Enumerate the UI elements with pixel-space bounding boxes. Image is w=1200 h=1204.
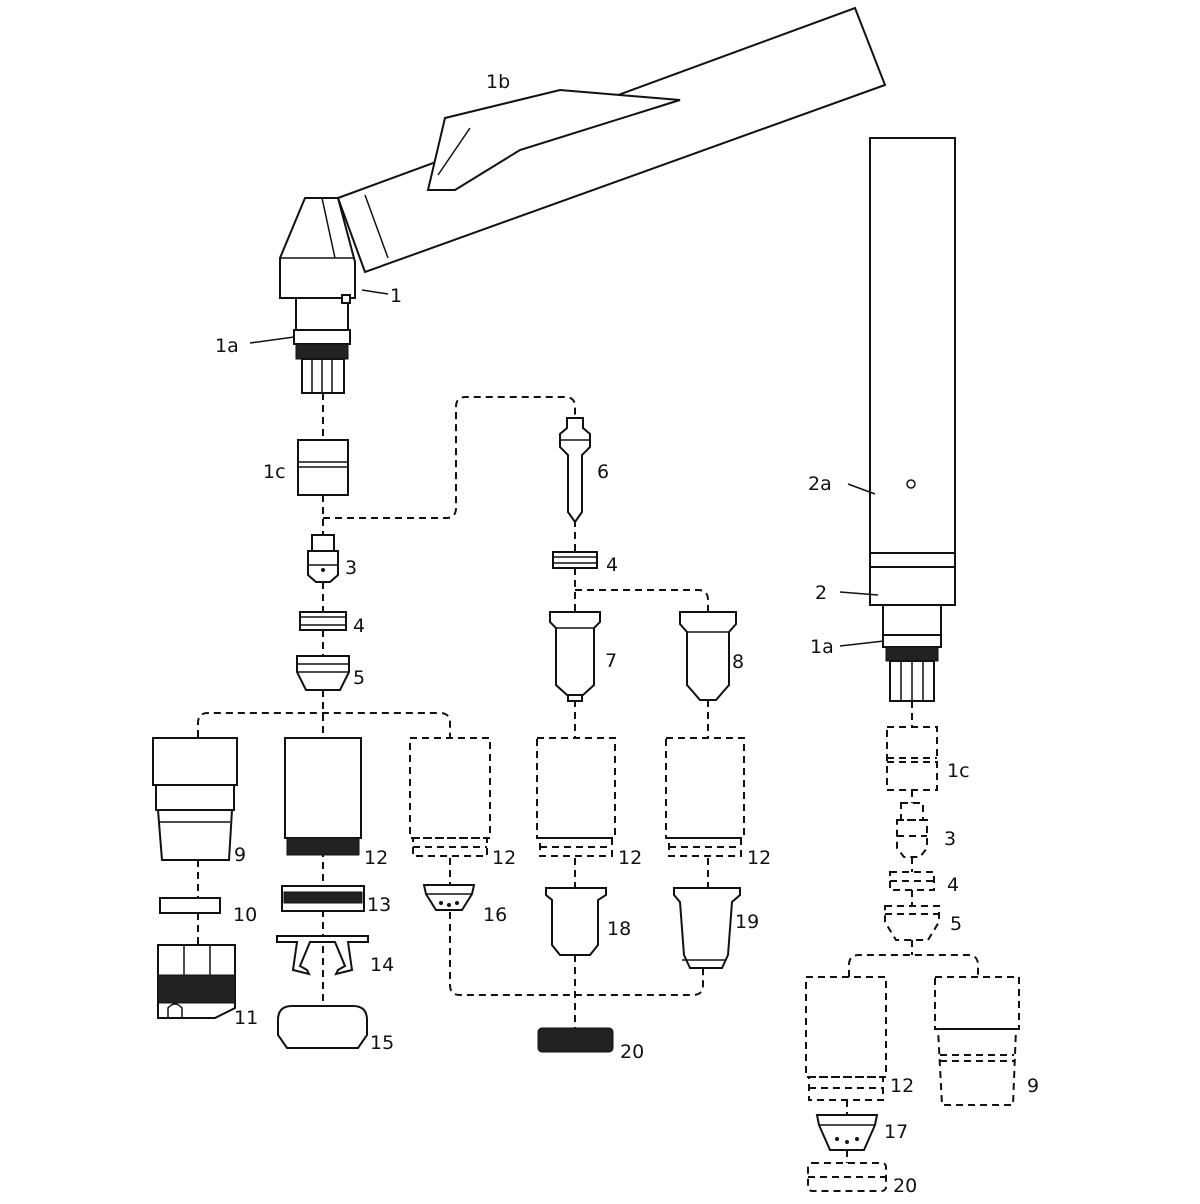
- part-1c-swirl-ring-machine: [886, 726, 938, 791]
- label-20-machine: 20: [893, 1175, 917, 1197]
- label-16: 16: [483, 904, 507, 926]
- part-18-shield: [545, 887, 607, 956]
- label-1c: 1c: [263, 461, 286, 483]
- label-8: 8: [732, 651, 744, 673]
- label-20: 20: [620, 1041, 644, 1063]
- label-4: 4: [353, 615, 365, 637]
- part-11-guide: [157, 944, 236, 1019]
- label-1b: 1b: [486, 71, 510, 93]
- part-14-spring-clip: [276, 935, 369, 976]
- label-12-a: 12: [364, 847, 388, 869]
- label-10: 10: [233, 904, 257, 926]
- label-1a-machine: 1a: [810, 636, 834, 658]
- part-20-tool: [537, 1027, 614, 1053]
- part-8-nozzle: [679, 611, 737, 701]
- label-1: 1: [390, 285, 402, 307]
- machine-torch-body: [869, 137, 956, 702]
- label-12-c: 12: [618, 847, 642, 869]
- label-2a: 2a: [808, 473, 832, 495]
- label-9-machine: 9: [1027, 1075, 1039, 1097]
- label-5-machine: 5: [950, 913, 962, 935]
- hand-torch-handle: [336, 6, 887, 274]
- part-6-electrode: [559, 417, 591, 524]
- label-12-d: 12: [747, 847, 771, 869]
- part-19-shield: [673, 887, 741, 969]
- part-3-electrode: [307, 534, 339, 583]
- label-9: 9: [234, 844, 246, 866]
- part-12-retaining-cap-alt-1: [409, 737, 491, 857]
- part-17-deflector: [815, 1114, 879, 1151]
- hand-torch-head: [279, 197, 356, 394]
- label-4-upper: 4: [606, 554, 618, 576]
- part-16-deflector: [422, 884, 476, 911]
- label-17: 17: [884, 1121, 908, 1143]
- label-12-b: 12: [492, 847, 516, 869]
- label-1a: 1a: [215, 335, 239, 357]
- label-6: 6: [597, 461, 609, 483]
- part-15-cap: [277, 1005, 368, 1049]
- part-labels: 1b 1 1a 1c 3 4 5 6 4 7 8 9 12 12 12 12 1…: [215, 71, 1039, 1197]
- label-19: 19: [735, 911, 759, 933]
- label-15: 15: [370, 1032, 394, 1054]
- label-4-machine: 4: [947, 874, 959, 896]
- part-4-swirl-ring: [299, 611, 347, 631]
- part-9-shield-cup-machine: [934, 976, 1020, 1106]
- part-7-nozzle: [549, 611, 601, 702]
- part-5-nozzle: [296, 655, 350, 691]
- label-2: 2: [815, 582, 827, 604]
- part-12-retaining-cap-alt-3: [665, 737, 745, 857]
- label-5: 5: [353, 667, 365, 689]
- label-11: 11: [234, 1007, 258, 1029]
- part-12-retaining-cap-machine: [805, 976, 887, 1101]
- part-20-tool-machine: [807, 1162, 887, 1192]
- part-4-swirl-ring-upper: [552, 551, 598, 569]
- part-12-retaining-cap: [284, 737, 362, 856]
- part-12-retaining-cap-alt-2: [536, 737, 616, 857]
- label-3-machine: 3: [944, 828, 956, 850]
- label-3: 3: [345, 557, 357, 579]
- part-3-electrode-machine: [896, 802, 928, 858]
- label-7: 7: [605, 650, 617, 672]
- part-5-nozzle-machine: [884, 905, 940, 941]
- label-18: 18: [607, 918, 631, 940]
- part-13-ring: [281, 885, 365, 912]
- label-1c-machine: 1c: [947, 760, 970, 782]
- part-1c-swirl-ring: [297, 439, 349, 496]
- label-13: 13: [367, 894, 391, 916]
- part-10-ring: [159, 897, 221, 914]
- label-12-machine: 12: [890, 1075, 914, 1097]
- label-14: 14: [370, 954, 394, 976]
- part-4-swirl-ring-machine: [889, 871, 935, 891]
- part-9-shield-cup: [152, 737, 238, 861]
